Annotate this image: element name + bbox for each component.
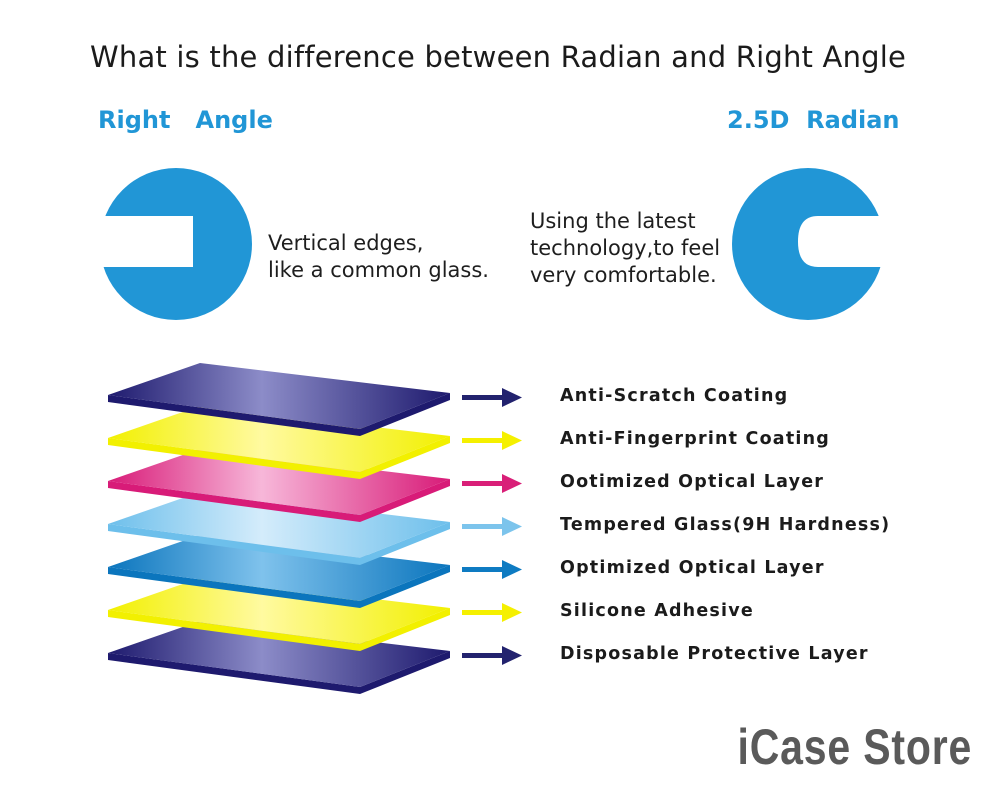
layer-label: Silicone Adhesive: [560, 601, 754, 621]
caption-line: very comfortable.: [530, 263, 717, 287]
radian-heading: 2.5D Radian: [727, 106, 900, 134]
layer-sheet: [108, 578, 450, 644]
right-angle-heading: Right Angle: [98, 106, 273, 134]
right-angle-caption: Vertical edges, like a common glass.: [268, 230, 489, 284]
radian-edge-icon: [732, 168, 884, 320]
caption-line: technology,to feel: [530, 236, 721, 260]
page-title: What is the difference between Radian an…: [90, 40, 907, 74]
layer-label: Anti-Scratch Coating: [560, 386, 789, 406]
layer-sheet: [108, 621, 450, 687]
right-angle-edge-icon: [100, 168, 252, 320]
layer-sheet: [108, 535, 450, 601]
caption-line: like a common glass.: [268, 258, 489, 282]
layer-label: Ootimized Optical Layer: [560, 472, 825, 492]
layer-sheet: [108, 363, 450, 429]
arrow-right-icon: [462, 560, 522, 579]
arrow-right-icon: [462, 431, 522, 450]
arrow-right-icon: [462, 517, 522, 536]
store-watermark: iCase Store: [737, 719, 972, 775]
layer-stack: [108, 363, 450, 694]
layer-label: Disposable Protective Layer: [560, 644, 869, 664]
layer-label: Anti-Fingerprint Coating: [560, 429, 830, 449]
arrow-right-icon: [462, 388, 522, 407]
layer-sheet: [108, 492, 450, 558]
layer-sheet: [108, 406, 450, 472]
layer-sheet: [108, 449, 450, 515]
arrow-right-icon: [462, 646, 522, 665]
arrow-right-icon: [462, 474, 522, 493]
arrow-right-icon: [462, 603, 522, 622]
caption-line: Using the latest: [530, 209, 696, 233]
caption-line: Vertical edges,: [268, 231, 424, 255]
layer-label: Tempered Glass(9H Hardness): [560, 515, 891, 535]
radian-caption: Using the latest technology,to feel very…: [530, 208, 720, 289]
layer-label: Optimized Optical Layer: [560, 558, 825, 578]
